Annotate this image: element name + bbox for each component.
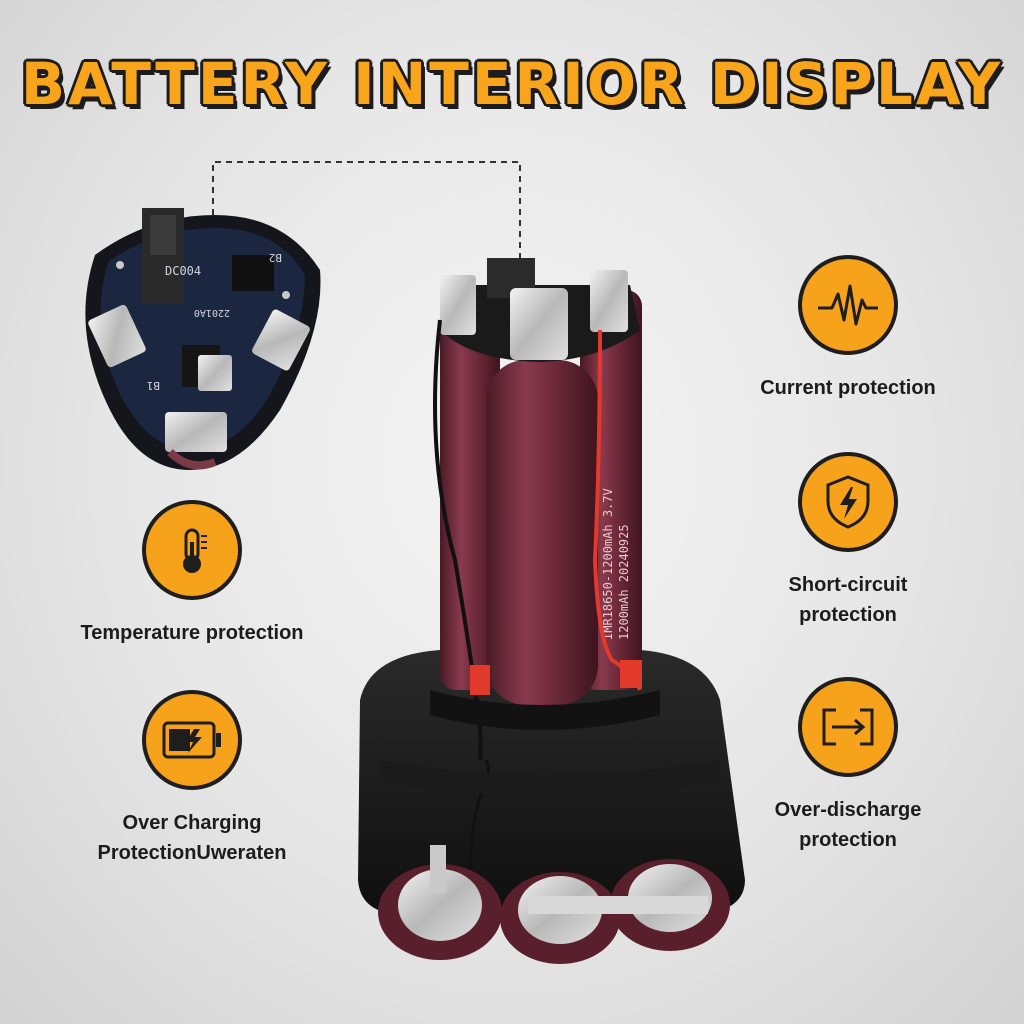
charging-battery-icon xyxy=(142,690,242,790)
thermometer-icon xyxy=(142,500,242,600)
shield-lightning-icon xyxy=(798,452,898,552)
feature-label-over-charging: Over Charging ProtectionUweraten xyxy=(97,812,287,864)
feature-current: Current protection xyxy=(698,255,998,403)
feature-short-circuit: Short-circuit protection xyxy=(698,452,998,630)
pcb-label-code: 2201A0 xyxy=(194,307,230,318)
pulse-wave-icon xyxy=(798,255,898,355)
discharge-arrow-icon xyxy=(798,677,898,777)
cell-label-2: 1200mAh 20240925 xyxy=(617,524,631,640)
pcb-label-b2: B2 xyxy=(269,251,282,264)
cell-label: IMR18650-1200mAh 3.7V xyxy=(601,488,615,640)
battery-pack: IMR18650-1200mAh 3.7V 1200mAh 20240925 xyxy=(358,258,745,964)
feature-over-discharge: Over-discharge protection xyxy=(698,677,998,855)
feature-label-over-discharge: Over-discharge protection xyxy=(774,799,922,851)
page-title: BATTERY INTERIOR DISPLAY xyxy=(20,50,1004,118)
feature-label-current: Current protection xyxy=(760,377,936,399)
pcb-closeup: DC004 B1 B2 2201A0 xyxy=(85,208,321,470)
connector-dashed-line xyxy=(212,161,521,260)
feature-label-temperature: Temperature protection xyxy=(80,622,304,644)
pcb-label-dc004: DC004 xyxy=(165,264,201,278)
feature-label-short-circuit: Short-circuit protection xyxy=(788,574,908,626)
feature-temperature: Temperature protection xyxy=(42,500,342,648)
feature-over-charging: Over Charging ProtectionUweraten xyxy=(42,690,342,868)
pcb-label-b1: B1 xyxy=(147,379,160,392)
